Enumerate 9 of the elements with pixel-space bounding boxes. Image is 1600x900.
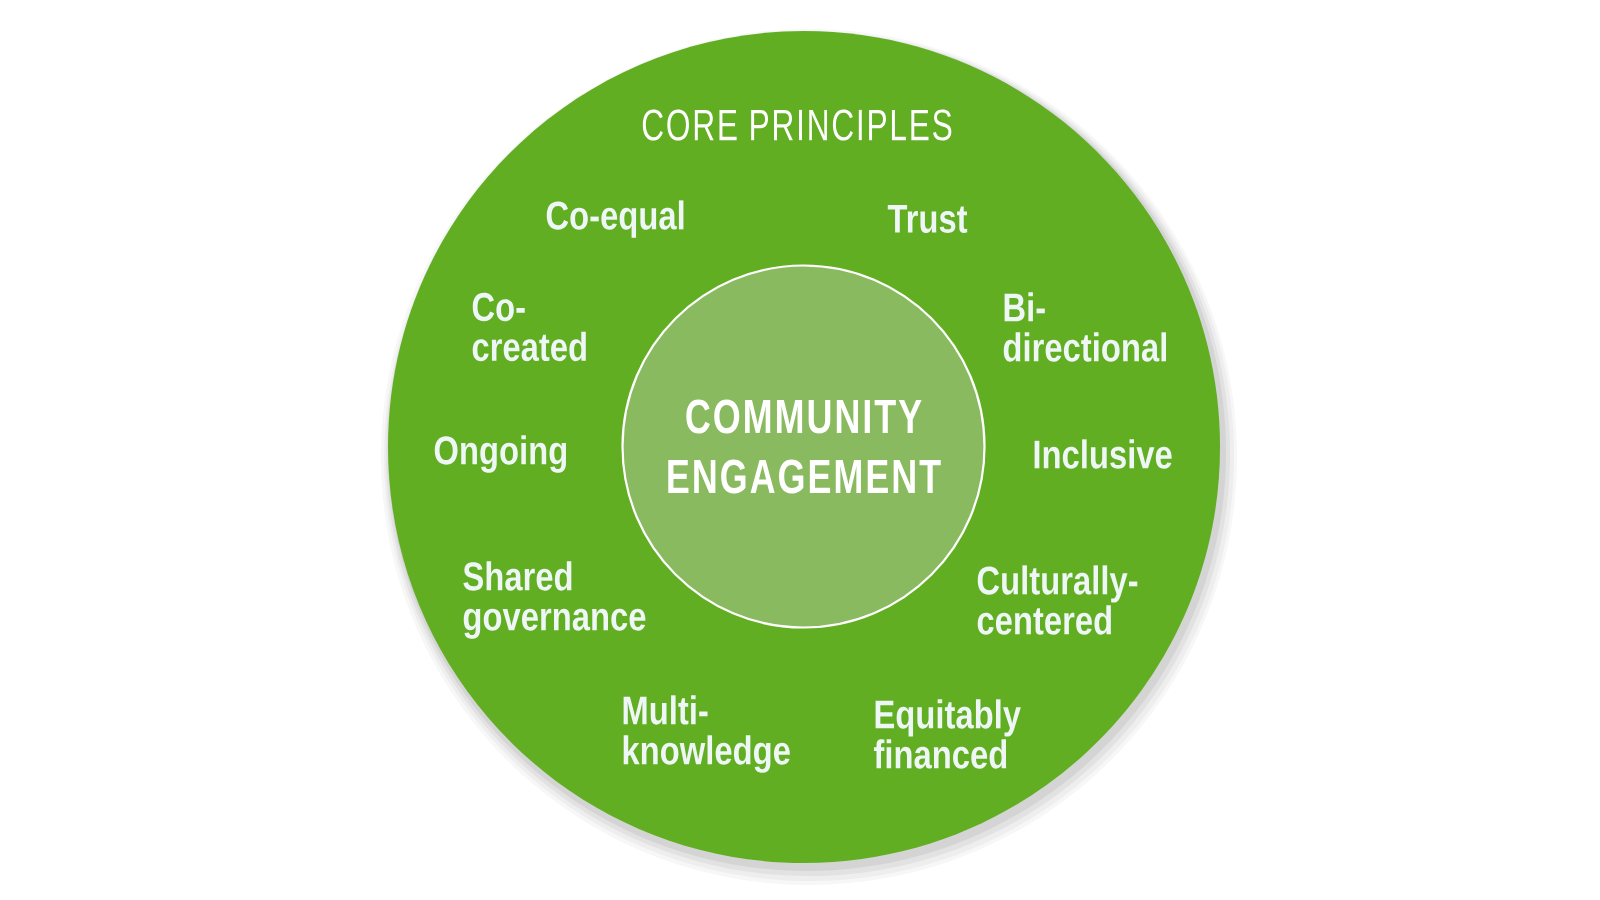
heading: CORE PRINCIPLES	[642, 109, 952, 141]
principle-label: Co-created	[472, 292, 586, 362]
principle-label: Multi-knowledge	[623, 695, 790, 773]
principle-label: Trust	[887, 205, 968, 233]
principle-label: Inclusive	[1034, 439, 1172, 469]
principle-label: Co-equal	[546, 200, 684, 238]
principle-label: Bi-directional	[1003, 292, 1166, 362]
principle-label: Equitably financed	[874, 699, 1021, 769]
principle-label: Ongoing	[434, 435, 567, 473]
